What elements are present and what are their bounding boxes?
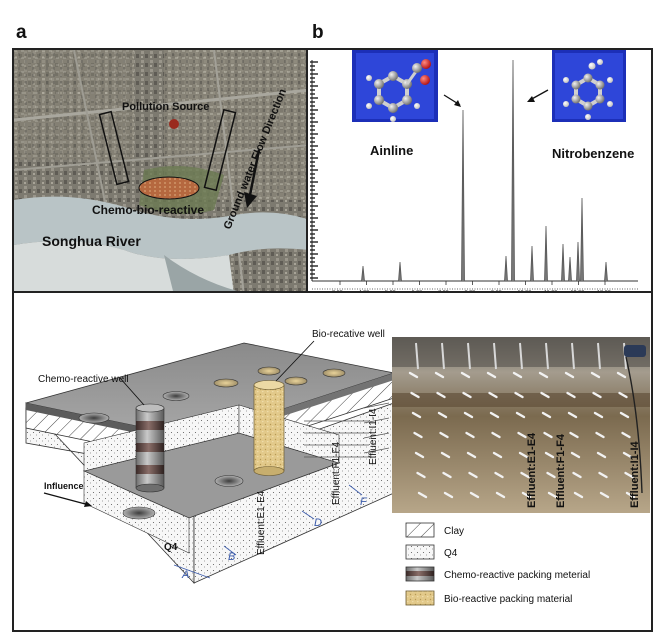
photo-effluent-i-label: Effluent:I1-I4 <box>629 441 641 508</box>
legend-item-clay: Clay <box>405 522 464 538</box>
chromatogram-panel: 3.00 4.00 5.00 6.00 7.00 8.00 9.00 10.00 11.00 12… <box>308 48 653 293</box>
svg-text:Q4: Q4 <box>444 548 458 559</box>
chromatogram-peaks <box>361 59 608 282</box>
x-tick-label: 13.00 <box>597 290 611 293</box>
side-label-b: B <box>228 551 235 563</box>
nitrobenzene-arrow-icon <box>527 96 535 102</box>
y-axis-ticks <box>310 60 318 281</box>
x-tick-label: 9.00 <box>491 290 502 293</box>
photo-effluent-f-label: Effluent:F1-F4 <box>555 433 567 508</box>
chemo-well-label: Chemo-reactive well <box>38 374 129 385</box>
q4-layer-label: Q4 <box>164 542 178 553</box>
x-tick-label: 7.00 <box>438 290 449 293</box>
effluent-e-label: Effluent:E1-E4 <box>256 490 267 555</box>
side-label-a: A <box>181 569 189 581</box>
left-barrier-outline <box>98 110 130 186</box>
svg-text:Chemo-reactive packing meteria: Chemo-reactive packing meterial <box>444 570 590 581</box>
legend: Clay Q4 Chemo-reactive packing meterial … <box>405 522 590 606</box>
reactor-figure: Influence Chemo-reactive well Bio-recati… <box>25 329 650 606</box>
x-tick-label: 11.00 <box>544 290 557 293</box>
x-tick-label: 8.00 <box>465 290 476 293</box>
reactive-zone-label: Chemo-bio-reactive <box>92 203 204 217</box>
svg-text:Clay: Clay <box>444 526 464 537</box>
panel-label-b: b <box>312 22 324 43</box>
side-label-d: D <box>314 517 322 529</box>
aniline-arrow-icon <box>454 100 461 107</box>
flow-arrow-icon <box>244 192 257 208</box>
effluent-port-lines <box>304 402 390 458</box>
x-tick-label: 3.00 <box>332 290 343 293</box>
aniline-molecule-inset <box>352 50 438 122</box>
chromatogram: 3.00 4.00 5.00 6.00 7.00 8.00 9.00 10.00 11.00 12… <box>310 50 638 293</box>
bio-reactive-well <box>253 380 285 476</box>
photo-effluent-e-label: Effluent:E1-E4 <box>526 432 538 508</box>
aerial-map-panel: Pollution Source Chemo-bio-reactive Song… <box>12 48 308 293</box>
influence-label: Influence <box>44 481 84 491</box>
panel-label-a: a <box>16 22 27 43</box>
aniline-label: Ainline <box>370 143 413 158</box>
pollution-source-label: Pollution Source <box>122 101 209 113</box>
bio-well-label: Bio-recative well <box>312 329 385 340</box>
nitrobenzene-molecule-inset <box>552 50 626 122</box>
effluent-f-label: Effluent:F1-F4 <box>331 441 342 505</box>
legend-item-bio-packing: Bio-reactive packing material <box>405 590 572 606</box>
x-tick-label: 4.00 <box>359 290 370 293</box>
legend-item-q4: Q4 <box>405 544 458 560</box>
influence-arrow-icon <box>84 501 92 507</box>
side-label-f: F <box>360 496 368 508</box>
legend-item-chemo-packing: Chemo-reactive packing meterial <box>405 566 590 582</box>
river-label: Songhua River <box>42 233 141 249</box>
svg-text:Bio-reactive packing material: Bio-reactive packing material <box>444 594 572 605</box>
pollution-source-marker <box>169 119 179 129</box>
reactor-panel: Influence Chemo-reactive well Bio-recati… <box>12 293 653 632</box>
right-barrier-outline <box>203 108 237 192</box>
nitrobenzene-label: Nitrobenzene <box>552 146 634 161</box>
x-axis-ticks: 3.00 4.00 5.00 6.00 7.00 8.00 9.00 10.00 11.00 12… <box>332 281 611 293</box>
reactor-block-diagram: Influence Chemo-reactive well Bio-recati… <box>25 329 396 585</box>
chemo-reactive-well <box>135 403 165 493</box>
x-tick-label: 6.00 <box>412 290 423 293</box>
aerial-map: Pollution Source Chemo-bio-reactive Song… <box>14 50 306 291</box>
x-tick-label: 12.00 <box>571 290 585 293</box>
reactor-photo: Effluent:E1-E4 Effluent:F1-F4 Effluent:I… <box>392 337 650 513</box>
x-tick-label: 5.00 <box>385 290 396 293</box>
reactive-zone-ellipse <box>138 176 200 200</box>
effluent-i-label: Effluent:I1-I4 <box>368 408 379 465</box>
x-tick-label: 10.00 <box>518 290 532 293</box>
